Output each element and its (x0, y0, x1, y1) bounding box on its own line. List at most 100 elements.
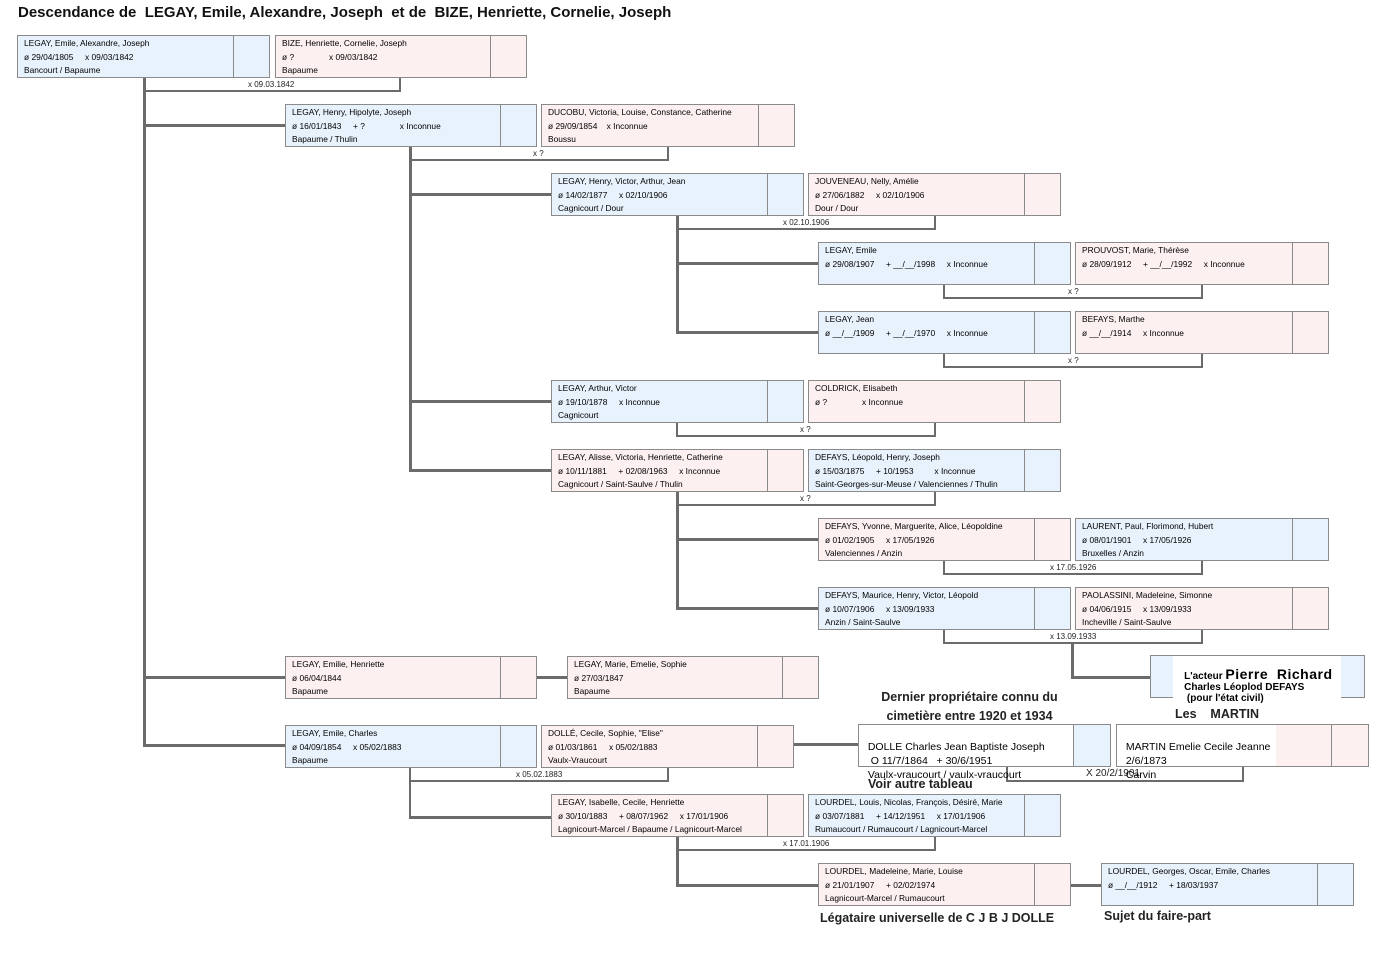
person-name: DOLLÉ, Cecile, Sophie, "Elise" (548, 728, 663, 738)
person-dates: O 11/7/1864 + 30/6/1951 (867, 755, 993, 767)
person-name: LEGAY, Henry, Victor, Arthur, Jean (558, 176, 686, 186)
person-box-side-cell (1024, 174, 1060, 215)
connector-line (934, 423, 936, 437)
person-box-martin[interactable]: MARTIN Emelie Cecile Jeanne 2/6/1873 Car… (1116, 724, 1369, 781)
connector-line (943, 354, 945, 368)
person-places: Saint-Georges-sur-Meuse / Valenciennes /… (815, 479, 998, 489)
actor-civil-name: Charles Léoplod DEFAYS (1184, 682, 1305, 693)
marriage-label: x ? (1068, 287, 1079, 296)
marriage-label: x ? (800, 494, 811, 503)
person-dates: ø 29/08/1907 + __/__/1998 x Inconnue (825, 258, 988, 269)
person-name: LEGAY, Henry, Hipolyte, Joseph (292, 107, 412, 117)
person-box[interactable]: LEGAY, Alisse, Victoria, Henriette, Cath… (551, 449, 804, 492)
person-places: Incheville / Saint-Saulve (1082, 617, 1172, 627)
person-dates: ø 01/03/1861 x 05/02/1883 (548, 741, 658, 752)
connector-line (943, 561, 945, 575)
actor-box[interactable]: L'acteur Pierre Richard Charles Léoplod … (1150, 655, 1365, 704)
connector-line (676, 228, 936, 230)
person-places: Vaulx-vraucourt / vaulx-vraucourt (867, 769, 1022, 781)
connector-line (409, 147, 412, 472)
connector-line (1071, 884, 1101, 887)
person-dates: ø 21/01/1907 + 02/02/1974 (825, 879, 936, 890)
person-places: Valenciennes / Anzin (825, 548, 903, 558)
person-name: LEGAY, Jean (825, 314, 875, 324)
person-dates: 2/6/1873 (1125, 755, 1167, 767)
connector-line (934, 492, 936, 506)
connector-line (1201, 285, 1203, 299)
actor-civil-note: (pour l'état civil) (1184, 693, 1264, 704)
person-box-side-cell (1292, 243, 1328, 284)
person-dates: ø 08/01/1901 x 17/05/1926 (1082, 534, 1192, 545)
person-box-side-cell (1034, 243, 1070, 284)
connector-line (667, 147, 669, 161)
person-box-side-cell (490, 36, 526, 77)
connector-line (934, 216, 936, 230)
connector-line (667, 768, 669, 782)
connector-line (1071, 676, 1151, 679)
person-box-side-cell (500, 105, 536, 146)
person-places: Cagnicourt / Dour (558, 203, 624, 213)
person-name: LOURDEL, Georges, Oscar, Emile, Charles (1108, 866, 1270, 876)
person-box-side-cell (233, 36, 269, 77)
person-dates: ø 19/10/1878 x Inconnue (558, 396, 660, 407)
actor-prefix: L'acteur (1184, 671, 1226, 682)
connector-line (676, 884, 818, 887)
person-box-dolle[interactable]: DOLLE Charles Jean Baptiste Joseph O 11/… (858, 724, 1111, 781)
connector-line (943, 285, 945, 299)
person-places: Bruxelles / Anzin (1082, 548, 1144, 558)
person-box-side-cell (1292, 519, 1328, 560)
person-places: Boussu (548, 134, 576, 144)
person-box-side-cell (1034, 588, 1070, 629)
person-places: Vaulx-Vraucourt (548, 755, 608, 765)
person-name: JOUVENEAU, Nelly, Amélie (815, 176, 919, 186)
person-name: LEGAY, Isabelle, Cecile, Henriette (558, 797, 685, 807)
person-name: MARTIN Emelie Cecile Jeanne (1125, 741, 1271, 753)
person-box[interactable]: LEGAY, Jean ø __/__/1909 + __/__/1970 x I… (818, 311, 1071, 354)
person-box[interactable]: DEFAYS, Yvonne, Marguerite, Alice, Léopo… (818, 518, 1071, 561)
person-dates: ø 29/09/1854 x Inconnue (548, 120, 648, 131)
person-name: LEGAY, Emilie, Henriette (292, 659, 385, 669)
connector-line (943, 297, 1203, 299)
connector-line (409, 193, 551, 196)
person-name: BEFAYS, Marthe (1082, 314, 1145, 324)
person-dates: ø __/__/1909 + __/__/1970 x Inconnue (825, 327, 988, 338)
person-name: LEGAY, Emile, Alexandre, Joseph (24, 38, 150, 48)
connector-line (143, 744, 285, 747)
marriage-label: x ? (1068, 356, 1079, 365)
person-box[interactable]: DUCOBU, Victoria, Louise, Constance, Cat… (541, 104, 795, 147)
connector-line (934, 837, 936, 851)
person-places: Bapaume (574, 686, 610, 696)
connector-line (1071, 643, 1074, 678)
connector-line (409, 469, 551, 472)
person-box-side-cell (1034, 312, 1070, 353)
person-box-side-cell (1292, 312, 1328, 353)
person-box[interactable]: LOURDEL, Louis, Nicolas, François, Désir… (808, 794, 1061, 837)
person-name: PROUVOST, Marie, Thérèse (1082, 245, 1189, 255)
connector-line (143, 78, 146, 746)
person-box-side-cell (758, 105, 794, 146)
note-sujet-faire-part: Sujet du faire-part (1104, 909, 1211, 923)
person-box[interactable]: DOLLÉ, Cecile, Sophie, "Elise" ø 01/03/18… (541, 725, 794, 768)
person-name: DEFAYS, Yvonne, Marguerite, Alice, Léopo… (825, 521, 1003, 531)
note-voir-autre-tableau: Voir autre tableau (868, 777, 973, 791)
